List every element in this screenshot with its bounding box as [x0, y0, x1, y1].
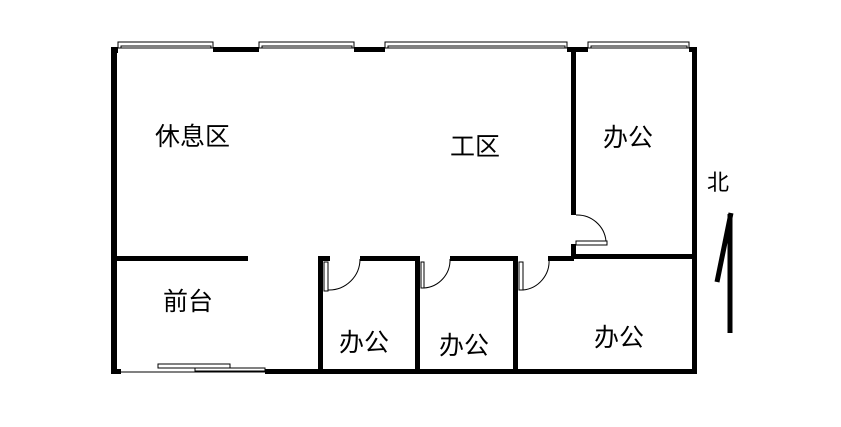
window [117, 41, 214, 49]
door-office-ne[interactable] [575, 214, 608, 246]
window [258, 41, 355, 49]
room-label-lounge: 休息区 [155, 122, 230, 151]
door-office-2[interactable] [420, 258, 451, 289]
window [384, 41, 568, 49]
reception-sliding-door [121, 363, 266, 373]
room-label-office-2: 办公 [439, 331, 489, 360]
room-label-office-1: 办公 [339, 328, 389, 357]
room-label-work: 工区 [450, 132, 500, 161]
room-label-office-se: 办公 [594, 323, 644, 352]
door-office-se[interactable] [518, 258, 550, 291]
window [587, 41, 690, 49]
top-windows [117, 41, 690, 49]
door-office-1[interactable] [323, 258, 361, 292]
walls [111, 47, 697, 374]
room-label-reception: 前台 [163, 287, 213, 316]
room-label-office-ne: 办公 [603, 123, 653, 152]
north-arrow-icon: 北 [707, 171, 734, 333]
north-label: 北 [707, 171, 729, 196]
